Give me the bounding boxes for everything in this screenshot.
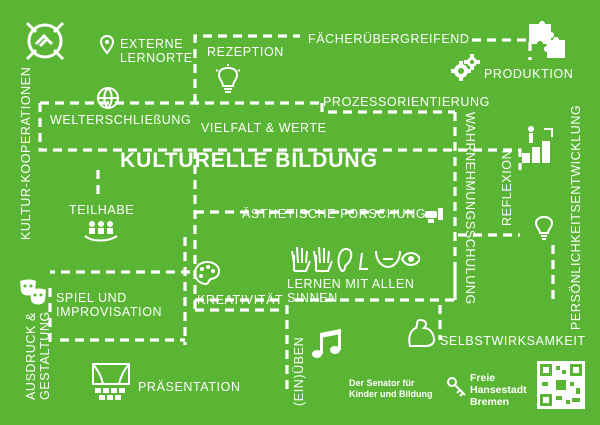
label-produktion: PRODUKTION xyxy=(484,67,574,81)
label-prozessorientierung: PROZESSORIENTIERUNG xyxy=(323,95,490,109)
theater-masks-icon xyxy=(20,279,46,305)
label-aesthetische-forschung: ÄSTHETISCHE FORSCHUNG xyxy=(242,207,427,221)
label-welterschliessung: WELTERSCHLIEßUNG xyxy=(50,113,192,127)
gears-icon xyxy=(451,54,480,81)
label-wahrnehmungsschulung: WAHRNEHMUNGSSCHULUNG xyxy=(463,112,477,305)
senator-logo-text: Der Senator für Kinder und Bildung xyxy=(349,378,433,399)
label-selbstwirksamkeit: SELBSTWIRKSAMKEIT xyxy=(440,334,586,348)
bremen-logo-text: Freie Hansestadt Bremen xyxy=(470,372,527,408)
location-pin-icon xyxy=(100,35,114,55)
puzzle-icon xyxy=(529,21,565,58)
label-kreativitaet: KREATIVITÄT xyxy=(197,293,284,307)
qr-code[interactable] xyxy=(537,361,585,409)
label-rezeption: REZEPTION xyxy=(207,45,284,59)
participation-people-icon xyxy=(84,221,118,242)
label-teilhabe: TEILHABE xyxy=(69,203,135,217)
label-ausdruck-gestaltung: AUSDRUCK & GESTALTUNG xyxy=(24,311,52,400)
lightbulb-small-icon xyxy=(534,215,554,240)
label-lernen-mit-allen-sinnen: LERNEN MIT ALLEN SINNEN xyxy=(287,277,415,305)
label-persoenlichkeitsentwicklung: PERSÖNLICHKEITSENTWICKLUNG xyxy=(569,104,583,330)
title: KULTURELLE BILDUNG xyxy=(120,149,378,172)
flexed-arm-icon xyxy=(408,318,436,347)
lightbulb-icon xyxy=(215,64,241,93)
stage-theater-icon xyxy=(92,363,130,400)
label-praesentation: PRÄSENTATION xyxy=(138,380,241,394)
label-ein-ueben: (EIN)ÜBEN xyxy=(292,336,306,406)
label-vielfalt-werte: VIELFALT & WERTE xyxy=(201,121,327,135)
music-note-icon xyxy=(312,329,341,358)
senses-icons xyxy=(291,246,420,273)
label-kultur-kooperationen: KULTUR-KOOPERATIONEN xyxy=(19,66,33,240)
label-spiel-improvisation: SPIEL UND IMPROVISATION xyxy=(56,291,163,319)
career-steps-icon xyxy=(522,126,553,163)
key-icon xyxy=(447,377,466,397)
microscope-icon xyxy=(425,208,443,223)
label-externe-lernorte: EXTERNE LERNORTE xyxy=(120,37,193,65)
label-faecheruebergreifend: FÄCHERÜBERGREIFEND xyxy=(308,32,470,46)
globe-icon xyxy=(97,87,119,109)
handshake-icon xyxy=(25,21,65,61)
paint-palette-icon xyxy=(193,260,221,286)
label-reflexion: REFLEXION xyxy=(500,149,514,226)
